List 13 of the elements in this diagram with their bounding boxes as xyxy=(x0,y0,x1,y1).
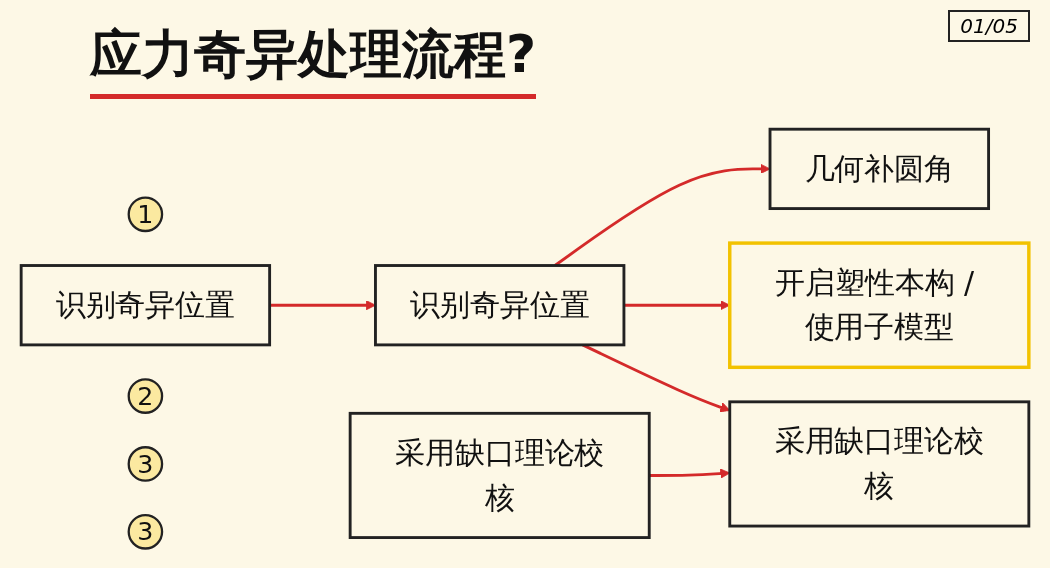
node-box: 识别奇异位置 xyxy=(374,264,626,347)
title: 应力奇异处理流程? xyxy=(90,20,537,99)
page-number: 01/05 xyxy=(948,10,1030,42)
node-box: 开启塑性本构 / 使用子模型 xyxy=(728,241,1031,370)
node-box: 采用缺口理论校核 xyxy=(728,400,1031,528)
node-box: 识别奇异位置 xyxy=(19,264,272,347)
arrow xyxy=(269,300,376,311)
node-circle: 1 xyxy=(127,196,164,233)
node-circle: 2 xyxy=(127,378,164,414)
node-circle: 3 xyxy=(127,514,164,550)
node-circle: 3 xyxy=(127,446,164,482)
node-box: 采用缺口理论校核 xyxy=(348,411,651,539)
node-box: 几何补圆角 xyxy=(768,127,991,210)
